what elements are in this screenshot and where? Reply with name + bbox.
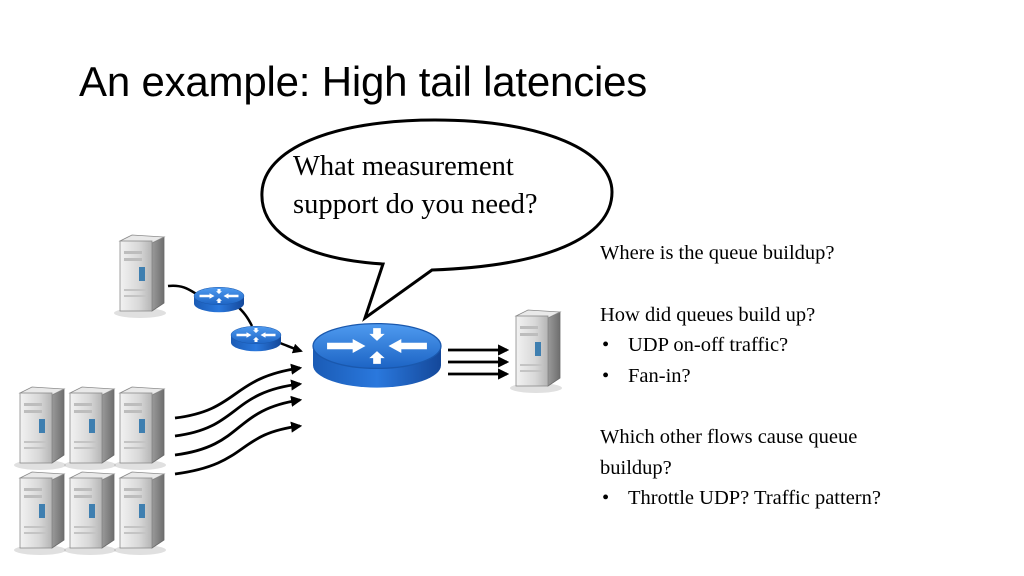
server-icon	[113, 386, 167, 471]
note-bullet: UDP on-off traffic?	[600, 330, 1000, 361]
output-arrows	[448, 344, 510, 380]
server-icon	[113, 471, 167, 556]
server-icon	[113, 234, 167, 319]
link-arrow	[279, 341, 303, 354]
server-icon	[63, 471, 117, 556]
speech-bubble	[260, 118, 614, 322]
note-bullet: Throttle UDP? Traffic pattern?	[600, 483, 1000, 514]
router-icon	[231, 326, 281, 351]
note-bullet: Fan-in?	[600, 361, 1000, 392]
flow-arrows	[174, 363, 303, 476]
server-icon	[509, 309, 563, 394]
bubble-line: support do you need?	[293, 189, 538, 220]
slide-title: An example: High tail latencies	[79, 58, 648, 105]
server-icon	[63, 386, 117, 471]
note-question: Which other flows cause queue	[600, 426, 858, 448]
note-question: How did queues build up?	[600, 303, 816, 326]
bubble-line: What measurement	[293, 151, 514, 182]
server-icon	[13, 471, 67, 556]
server-icon	[13, 386, 67, 471]
notes-panel: Where is the queue buildup? How did queu…	[600, 238, 1000, 514]
router-icon	[194, 287, 244, 312]
main-router-icon	[313, 324, 441, 388]
note-question: buildup?	[600, 456, 672, 479]
note-question: Where is the queue buildup?	[600, 242, 835, 264]
speech-bubble-text: What measurement support do you need?	[293, 148, 538, 224]
